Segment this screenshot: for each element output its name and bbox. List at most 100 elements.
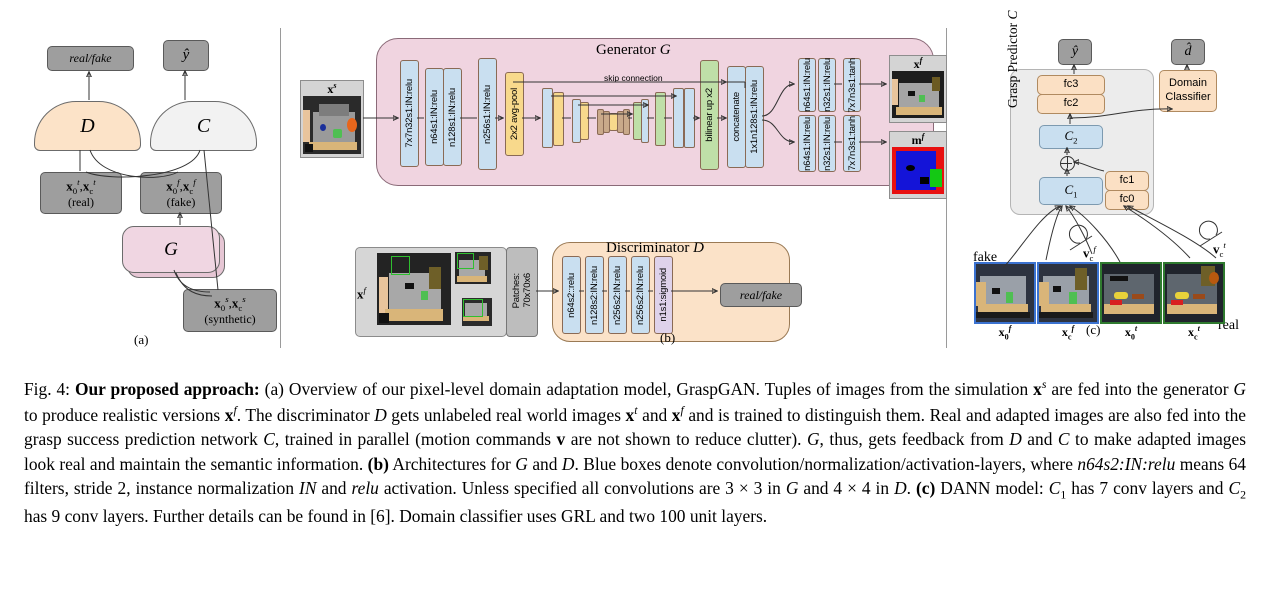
- panel-c-output-yhat: ŷ: [1058, 39, 1092, 65]
- caption-in: IN: [299, 478, 317, 499]
- panel-a-label: (a): [134, 332, 149, 347]
- domain-classifier-line1: Domain: [1169, 77, 1207, 90]
- caption-seg-3c: has 9 conv layers. Further details can b…: [24, 505, 768, 526]
- discriminator-panel-title: Discriminator D: [606, 240, 704, 257]
- panel-a-output-yhat: ŷ: [163, 40, 209, 71]
- gen-branch-top-1-text: n32s1:IN:relu: [821, 58, 833, 112]
- patches-size: 70x70x6: [522, 273, 533, 308]
- c-thumb-xct: xct: [1163, 262, 1225, 341]
- generator-title-text: Generator: [596, 42, 656, 58]
- caption-seg-3b: has 7 conv layers and: [1066, 478, 1229, 499]
- gen-branch-bot-0: n64s1:IN:relu: [798, 115, 816, 172]
- caption-seg-1d: . The discriminator: [236, 404, 375, 425]
- caption-seg-1f: and: [637, 404, 672, 425]
- caption-seg-2h: activation. Unless specified all convolu…: [378, 478, 786, 499]
- disc-layer-4-text: n1s1:sigmoid: [658, 268, 669, 322]
- c2-sym: C: [1064, 127, 1074, 143]
- generator-input-thumbnail: xs: [300, 80, 364, 158]
- patch-box-2: [457, 253, 474, 269]
- disc-input-patch-image-a: [455, 252, 491, 284]
- c-thumb-x0t-sup: t: [1134, 324, 1138, 333]
- gen-layer-0-text: 7x7n32s1:IN:relu: [404, 79, 415, 148]
- gen-out-image-sup: f: [919, 56, 923, 65]
- disc-output-realfake: real/fake: [720, 283, 802, 307]
- caption-seg-1b: are fed into the generator: [1046, 378, 1234, 399]
- domain-classifier-block: Domain Classifier: [1159, 70, 1217, 112]
- c-thumb-x0f: x0f: [974, 262, 1036, 341]
- c-thumb-x0t-caption: x0t: [1100, 324, 1162, 341]
- c2-block: C2: [1039, 125, 1103, 149]
- disc-output-label: real/fake: [739, 287, 783, 302]
- c-thumb-xct-sym: x: [1188, 325, 1195, 339]
- panel-a-data-real: x0t,xct (real): [40, 172, 122, 214]
- caption-seg-1a: (a) Overview of our pixel-level domain a…: [259, 378, 1034, 399]
- gen-out-image-sym: x: [913, 57, 920, 71]
- sum-node: [1060, 156, 1075, 171]
- disc-input-sym: x: [357, 286, 364, 302]
- unet-dec-0: [684, 88, 695, 148]
- gen-input-sup: s: [333, 81, 337, 90]
- c2-label: C2: [1064, 129, 1077, 146]
- gen-branch-top-2: 7x7n3s1:tanh: [843, 58, 861, 112]
- caption-seg-1e: gets unlabeled real world images: [386, 404, 626, 425]
- generator-label: G: [164, 238, 178, 260]
- panel-a-classifier: C: [150, 101, 257, 151]
- panel-a-generator: G: [122, 226, 220, 273]
- data-real-sym: x0t,xct: [66, 176, 96, 196]
- generator-input-label: xs: [327, 81, 336, 96]
- generator-panel-title: Generator G: [596, 42, 671, 59]
- gen-out-image-label: xf: [914, 56, 923, 71]
- c-thumb-x0f-sym: x: [998, 325, 1005, 339]
- grasp-predictor-title: Grasp Predictor C: [1005, 0, 1021, 109]
- gen-branch-top-0-text: n64s1:IN:relu: [801, 58, 813, 112]
- disc-input-main-image: [377, 253, 451, 325]
- disc-layer-3: n256s2:IN:relu: [631, 256, 650, 334]
- gen-bilinear-up: bilinear up x2: [700, 60, 719, 170]
- caption-seg-1g: and is trained to distinguish them. Real…: [24, 404, 1247, 449]
- caption-seg-2f: and: [316, 478, 352, 499]
- panel-c-label: (c): [1086, 322, 1101, 337]
- c-thumb-xcf-image: [1037, 262, 1099, 324]
- caption-seg-1l: to make adapted images look real and mai…: [24, 429, 1246, 474]
- unet-enc-4: [580, 102, 589, 140]
- c1-sym: C: [1064, 181, 1074, 197]
- disc-layer-3-text: n256s2:IN:relu: [635, 265, 646, 325]
- caption-c-marker: (c): [915, 478, 936, 499]
- grasp-predictor-title-symbol: C: [1005, 10, 1020, 20]
- generator-output-image: xf: [889, 55, 947, 123]
- c1-label: C1: [1064, 183, 1077, 200]
- caption-relu: relu: [351, 478, 379, 499]
- discriminator-title-text: Discriminator: [606, 240, 690, 256]
- fc1-block: fc1: [1105, 171, 1149, 191]
- unet-enc-1: [542, 88, 553, 148]
- gen-out-mask-sup: f: [921, 132, 925, 141]
- disc-patches-text: Patches: 70x70x6: [511, 273, 534, 312]
- caption-b-marker: (b): [367, 453, 389, 474]
- c-thumb-x0t-sym: x: [1124, 325, 1131, 339]
- gen-layer-avgpool-text: 2x2 avg-pool: [509, 88, 520, 140]
- fc3-block: fc3: [1037, 75, 1105, 95]
- caption-seg-3a: DANN model:: [935, 478, 1049, 499]
- caption-spec: n64s2:IN:relu: [1077, 453, 1176, 474]
- gen-1x1conv-text: 1x1n128s1:IN:relu: [749, 80, 760, 154]
- fc2-block: fc2: [1037, 94, 1105, 114]
- c-thumb-xct-caption: xct: [1163, 324, 1225, 341]
- gen-branch-bot-0-text: n64s1:IN:relu: [801, 116, 813, 171]
- gen-branch-bot-2: 7x7n3s1:tanh: [843, 115, 861, 172]
- caption-seg-2a: Architectures for: [388, 453, 516, 474]
- caption-seg-1j: , thus, gets feedback from: [819, 429, 1010, 449]
- fc2-label: fc2: [1063, 97, 1079, 110]
- fc0-block: fc0: [1105, 190, 1149, 210]
- motion-real-sub: c: [1219, 248, 1224, 259]
- panel-a-discriminator: D: [34, 101, 141, 151]
- mask-image: [892, 147, 944, 194]
- gen-concatenate: concatenate: [727, 66, 746, 168]
- panel-a-data-synthetic: x0s,xcs (synthetic): [183, 289, 277, 332]
- generator-title-symbol: G: [659, 42, 671, 58]
- c2-sub: 2: [1073, 135, 1078, 146]
- c-thumb-xct-sup: t: [1197, 324, 1200, 333]
- disc-layer-0-text: n64s2::relu: [566, 272, 577, 318]
- sim-scene-image: [303, 96, 361, 154]
- panel-a-data-fake: x0f,xcf (fake): [140, 172, 222, 214]
- gen-layer-avgpool: 2x2 avg-pool: [505, 72, 524, 156]
